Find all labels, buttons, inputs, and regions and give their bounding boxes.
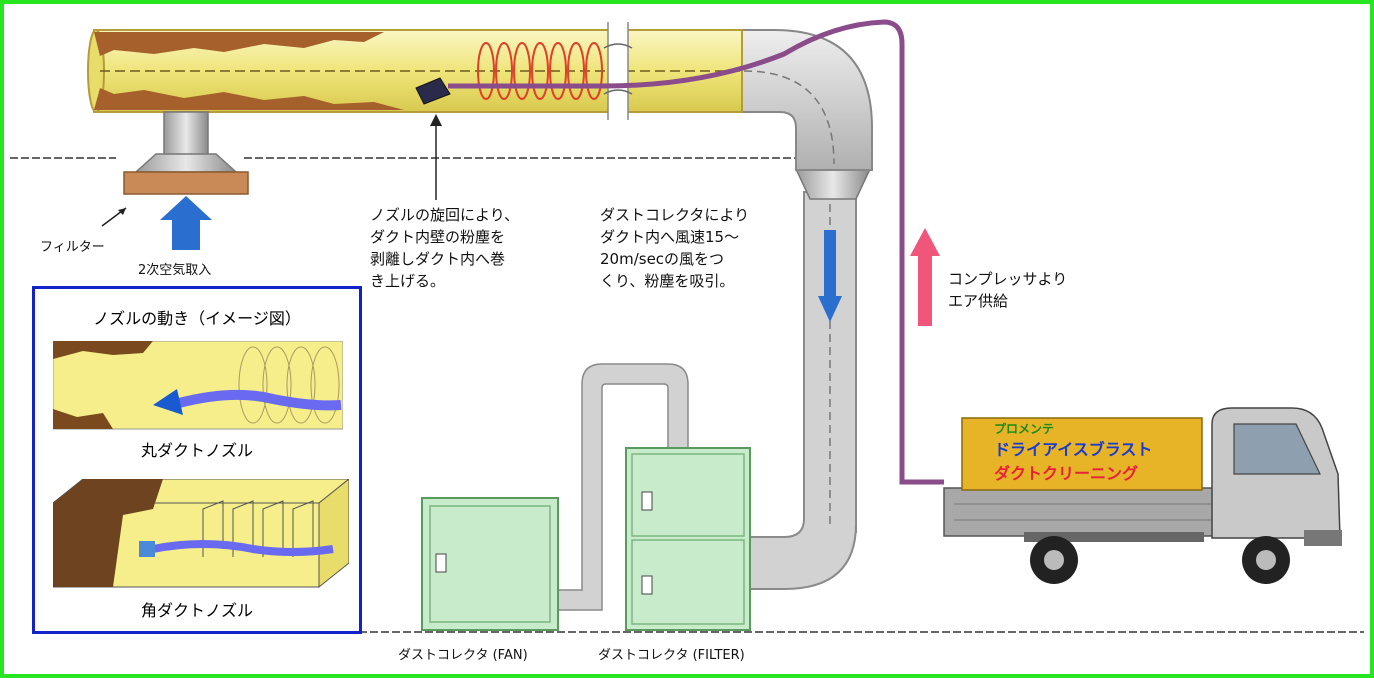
- collector-description: ダストコレクタにより ダクト内へ風速15～ 20m/secの風をつ くり、粉塵を…: [600, 206, 750, 290]
- nozzle-spiral-path: [477, 42, 603, 100]
- suction-arrow: [818, 230, 842, 322]
- round-duct-illustration: [53, 341, 343, 430]
- square-duct-illustration: [53, 479, 349, 589]
- duct-break: [608, 22, 628, 120]
- compressor-label: コンプレッサより エア供給: [948, 270, 1068, 310]
- duct-elbow: [739, 29, 873, 171]
- secondary-air-label: 2次空気取入: [138, 263, 212, 278]
- nozzle-head: [415, 77, 451, 105]
- duct-bend-to-filter: [745, 518, 857, 590]
- inset-title: ノズルの動き（イメージ図）: [93, 309, 301, 328]
- collector-filter-label: ダストコレクタ (FILTER): [598, 648, 745, 663]
- intake-arrow: [160, 196, 212, 250]
- square-duct-caption: 角ダクトノズル: [140, 601, 253, 620]
- truck-window: [1233, 423, 1321, 475]
- collector-fan-label: ダストコレクタ (FAN): [398, 648, 528, 663]
- round-duct-caption: 丸ダクトノズル: [140, 441, 253, 460]
- dust-bottom: [94, 88, 404, 110]
- dust-collector-fan: [421, 497, 559, 631]
- intake-hood: [134, 153, 238, 173]
- air-supply-arrow: [910, 228, 940, 326]
- truck-text-line1: ドライアイスブラスト: [994, 440, 1153, 459]
- truck-brand: プロメンテ: [994, 422, 1055, 436]
- elbow-centerline: [743, 70, 835, 165]
- filter-plate: [123, 171, 249, 195]
- truck-text-line2: ダクトクリーニング: [994, 464, 1139, 483]
- filter-label: フィルター: [40, 240, 105, 255]
- nozzle-description: ノズルの旋回により、 ダクト内壁の粉塵を 剥離しダクト内へ巻 き上げる。: [370, 206, 520, 290]
- air-hose: [448, 19, 944, 485]
- truck: [943, 407, 1342, 584]
- nozzle-motion-inset: ノズルの動き（イメージ図） 丸ダクトノズル 角ダクトノズル: [32, 286, 362, 634]
- system-illustration: [10, 19, 1364, 633]
- dust-collector-filter: [625, 447, 751, 631]
- dust-top: [94, 32, 384, 56]
- reducer-cone: [794, 168, 872, 200]
- truck-cargo-box: [961, 417, 1203, 491]
